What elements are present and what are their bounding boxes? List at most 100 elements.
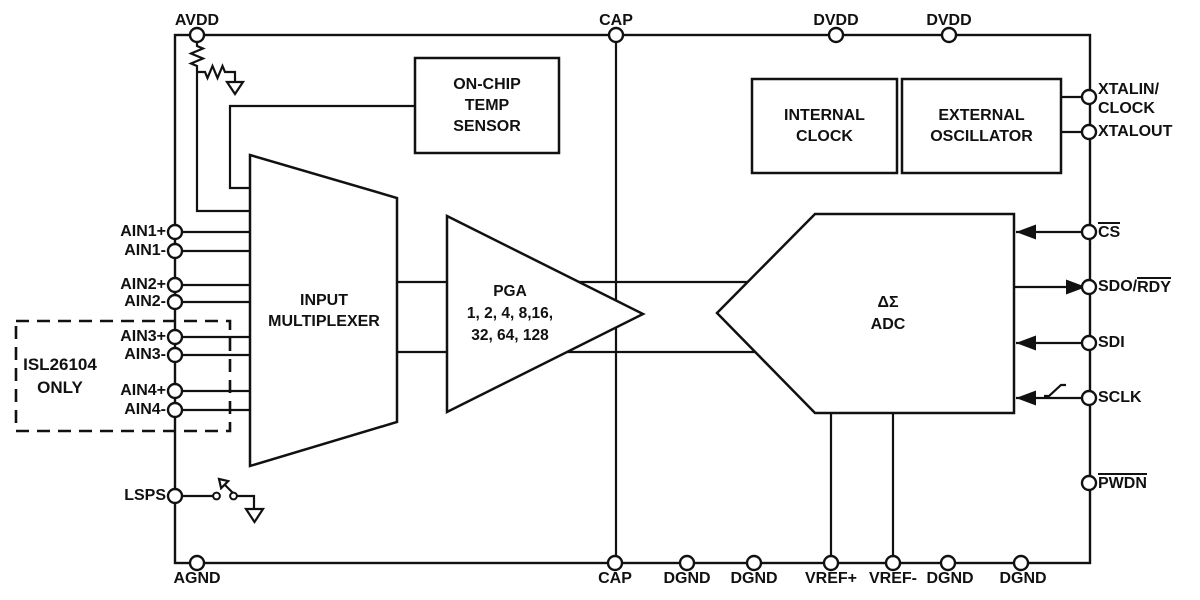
pin-label-sdo-rdy: SDO/RDY [1098, 277, 1171, 297]
label-line: ISL26104 [23, 355, 97, 374]
pin-ain4p [166, 382, 184, 400]
label-line: SDO/ [1098, 278, 1138, 295]
pin-label-dgnd-2: DGND [730, 570, 778, 587]
temp-sensor-label: ON-CHIP TEMP SENSOR [415, 58, 559, 153]
pin-label-agnd: AGND [173, 570, 221, 587]
pin-lsps [166, 487, 184, 505]
label-line: 1, 2, 4, 8,16, [466, 305, 554, 322]
pin-sclk [1080, 389, 1098, 407]
label-line: CLOCK [1098, 100, 1155, 117]
pin-label-vref-plus: VREF+ [804, 570, 858, 587]
internal-clock-box [750, 77, 899, 175]
pin-ain2p [166, 276, 184, 294]
pin-label-dgnd-4: DGND [999, 570, 1047, 587]
pin-dgnd-2 [745, 554, 763, 572]
pin-dgnd-3 [939, 554, 957, 572]
pin-label-ain3p: AIN3+ [120, 328, 166, 345]
external-oscillator-label: EXTERNAL OSCILLATOR [902, 79, 1061, 173]
label-line: ΔΣ [877, 294, 899, 311]
label-line: TEMP [464, 97, 510, 114]
pin-ain1p [166, 223, 184, 241]
overlined-text: PWDN [1098, 473, 1147, 493]
pin-label-ain2p: AIN2+ [120, 276, 166, 293]
pin-label-vref-minus: VREF- [869, 570, 917, 587]
sclk-arrowhead [1016, 390, 1036, 406]
pin-cs [1080, 223, 1098, 241]
label-line: CLOCK [796, 128, 853, 145]
switch-terminal-left [212, 491, 221, 501]
arrowheads [1016, 224, 1086, 406]
pin-ain2n [166, 293, 184, 311]
pin-pwdn [1080, 474, 1098, 492]
pin-dgnd-1 [678, 554, 696, 572]
pin-cap-top [607, 26, 625, 44]
switch-blade [224, 484, 234, 494]
ground-symbols [217, 80, 266, 525]
internal-clock-label: INTERNAL CLOCK [752, 79, 897, 173]
ground-icon-avdd [224, 80, 246, 96]
input-multiplexer-shape [248, 153, 399, 468]
pin-vref-minus [884, 554, 902, 572]
resistor-symbol [197, 63, 237, 82]
pin-dgnd-4 [1012, 554, 1030, 572]
pin-label-ain1p: AIN1+ [120, 223, 166, 240]
label-line: XTALIN/ [1098, 81, 1160, 98]
pin-label-xtalin-clock: XTALIN/ CLOCK [1098, 80, 1159, 118]
pin-vref-plus [822, 554, 840, 572]
pin-label-cap-top: CAP [599, 12, 633, 29]
external-oscillator-box [900, 77, 1063, 175]
pin-dvdd-1 [827, 26, 845, 44]
pin-ain3n [166, 346, 184, 364]
overlined-text: RDY [1137, 277, 1171, 297]
label-line: SENSOR [453, 118, 521, 135]
pin-label-sclk: SCLK [1098, 389, 1142, 406]
overlined-text: CS [1098, 222, 1121, 242]
lsps-ground-wire [237, 494, 256, 509]
pin-label-avdd: AVDD [174, 12, 220, 29]
label-line: OSCILLATOR [930, 128, 1033, 145]
sdi-arrowhead [1016, 335, 1036, 351]
function-blocks [248, 56, 1063, 468]
label-line: ADC [870, 316, 906, 333]
label-line: PGA [493, 283, 527, 300]
pga-amplifier-shape [445, 213, 646, 415]
switch-arrowhead [217, 477, 231, 491]
input-multiplexer-label: INPUT MULTIPLEXER [253, 282, 395, 340]
pin-label-ain4n: AIN4- [124, 401, 166, 418]
sdo-arrowhead [1066, 279, 1086, 295]
pin-sdi [1080, 334, 1098, 352]
label-line: INPUT [300, 292, 348, 309]
pin-cap-bottom [606, 554, 624, 572]
pin-xtalout [1080, 123, 1098, 141]
temp-sensor-box [413, 56, 561, 155]
cs-arrowhead [1016, 224, 1036, 240]
pin-label-sdi: SDI [1098, 334, 1125, 351]
label-line: MULTIPLEXER [268, 313, 380, 330]
adc-label: ΔΣ ADC [828, 291, 948, 337]
pin-label-cs: CS [1098, 222, 1121, 242]
avdd-bias-wire [188, 42, 250, 213]
pin-label-ain3n: AIN3- [124, 346, 166, 363]
label-line: ONLY [37, 378, 83, 397]
pin-label-pwdn: PWDN [1098, 473, 1147, 493]
adc-shape [715, 212, 1016, 415]
pin-circles [166, 26, 1098, 572]
pin-sdo-rdy [1080, 278, 1098, 296]
pin-label-ain4p: AIN4+ [120, 382, 166, 399]
pin-ain4n [166, 401, 184, 419]
pin-label-xtalout: XTALOUT [1098, 123, 1173, 140]
label-line: INTERNAL [784, 107, 865, 124]
ground-icon-lsps [243, 507, 266, 525]
pin-label-dgnd-1: DGND [663, 570, 711, 587]
schmitt-trigger-icon [1044, 383, 1066, 398]
pin-label-dvdd-1: DVDD [813, 12, 859, 29]
pin-ain3p [166, 328, 184, 346]
temp-sensor-wire [228, 104, 415, 190]
isl26104-only-dashed-box [14, 319, 232, 433]
label-line: 32, 64, 128 [471, 327, 549, 344]
pin-avdd [188, 26, 206, 44]
switch-terminal-right [229, 491, 238, 501]
label-line: EXTERNAL [938, 107, 1025, 124]
pin-label-cap-bottom: CAP [598, 570, 632, 587]
